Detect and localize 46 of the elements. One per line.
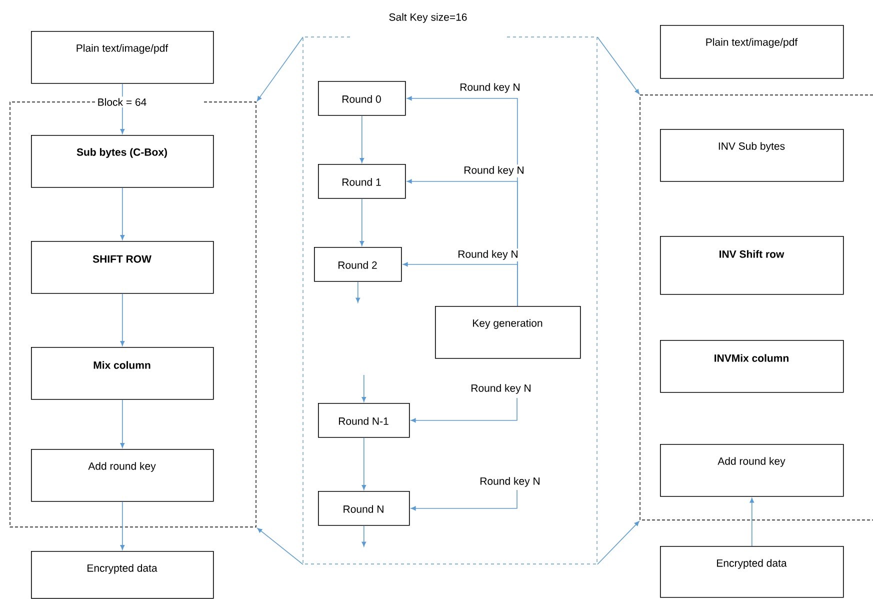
process-box: Round 1	[318, 164, 406, 199]
edge-label: Round key N	[462, 164, 526, 178]
arrow	[410, 398, 518, 423]
node-label: Block = 64	[98, 98, 146, 106]
process-box: Sub bytes (C-Box)	[31, 135, 214, 188]
process-box: Key generation	[435, 306, 581, 359]
process-box: INVMix column	[660, 340, 844, 393]
process-box: Plain text/image/pdf	[660, 25, 844, 79]
arrow	[750, 498, 754, 546]
process-box: Add round key	[31, 449, 214, 502]
arrow	[120, 399, 125, 448]
process-box: Plain text/image/pdf	[31, 31, 214, 84]
arrow	[362, 374, 366, 402]
edge-label: Round key N	[469, 382, 533, 396]
arrow	[597, 36, 640, 94]
arrow	[362, 437, 366, 490]
frame-label: Salt Key size=16	[387, 12, 469, 24]
process-box: Encrypted data	[660, 546, 844, 598]
process-box: INV Shift row	[660, 236, 844, 295]
edge-label: Round key N	[478, 476, 542, 488]
arrow	[257, 528, 304, 565]
process-box: Round 2	[314, 247, 402, 282]
arrow	[256, 36, 304, 102]
process-box: INV Sub bytes	[660, 129, 844, 182]
dashed-frame	[302, 36, 598, 564]
process-box: Round N-1	[318, 403, 410, 438]
frame-label: Block = 64	[96, 96, 148, 108]
edge-label: Round key N	[458, 82, 522, 94]
arrow	[402, 262, 518, 306]
process-box: Encrypted data	[31, 551, 214, 599]
process-box: Mix column	[31, 347, 214, 400]
arrow	[360, 198, 364, 246]
dashed-frame	[640, 94, 873, 520]
round-box: Round N	[318, 491, 410, 526]
process-box: Add round key	[660, 444, 844, 497]
arrow	[120, 293, 125, 346]
process-box: Round 0	[318, 81, 406, 116]
arrow	[356, 281, 360, 303]
arrow	[362, 525, 366, 547]
arrow	[597, 521, 640, 565]
arrow	[410, 490, 518, 511]
edge-label: Round key N	[456, 248, 520, 262]
arrow	[120, 187, 125, 240]
process-box: SHIFT ROW	[31, 241, 214, 294]
arrow	[360, 115, 364, 163]
arrow	[120, 501, 125, 550]
